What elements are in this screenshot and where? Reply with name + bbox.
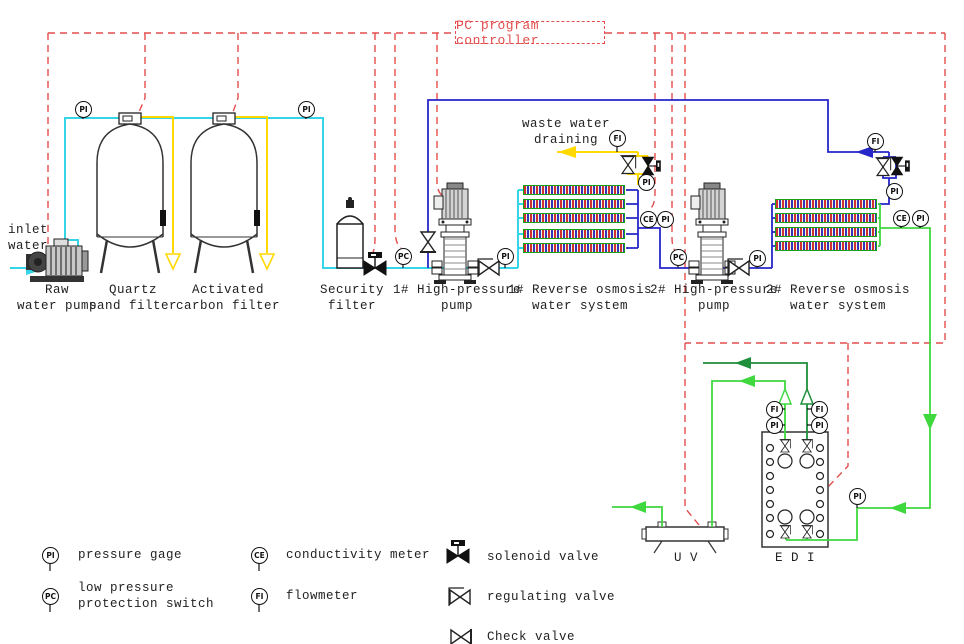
product-down-arrow <box>923 414 937 430</box>
legend-pressure-gage-label: pressure gage <box>78 548 183 562</box>
legend-conductivity-meter: CE <box>251 547 268 564</box>
pressure-gauge: PI <box>849 488 866 505</box>
edi-concentrate-line <box>703 362 808 439</box>
legend-regulating-valve-symbol <box>448 587 471 607</box>
hp-pump-1-symbol <box>431 182 479 285</box>
pressure-gauge: PI <box>886 183 903 200</box>
edi-vent-arrow <box>777 386 793 405</box>
uv-sterilizer-body <box>641 521 729 554</box>
legend-flowmeter: FI <box>251 588 268 605</box>
edi-vent-arrow <box>799 386 815 405</box>
waste-flow-arrow <box>558 146 576 158</box>
legend-check-label: Check valve <box>487 630 576 644</box>
pressure-gauge: PI <box>75 101 92 118</box>
uv-outlet-arrow <box>630 501 646 513</box>
legend-regulating-label: regulating valve <box>487 590 616 604</box>
drain-arrow <box>164 253 182 271</box>
conductivity-meter: CE <box>640 211 657 228</box>
regulating-valve <box>874 157 892 177</box>
low-pressure-switch: PC <box>395 248 412 265</box>
legend-solenoid-label: solenoid valve <box>487 550 600 564</box>
pressure-gauge: PI <box>912 210 929 227</box>
ro1-membrane-vessel <box>523 243 625 253</box>
edi-internals <box>765 443 825 539</box>
ro1-membrane-vessel <box>523 185 625 195</box>
solenoid-valve <box>363 251 387 276</box>
product-left-arrow <box>739 375 755 387</box>
security-filter-symbol <box>336 197 364 269</box>
regulating-valve <box>727 258 750 278</box>
ro1-membrane-vessel <box>523 229 625 239</box>
flowmeter: FI <box>867 133 884 150</box>
activated-carbon-filter-tank <box>189 111 262 275</box>
recycle-flow-arrow <box>856 146 873 158</box>
flowmeter: FI <box>609 130 626 147</box>
edi-label: E D I <box>774 551 816 565</box>
controller-title: PC program controller <box>456 17 540 48</box>
ro2-membrane-vessel <box>775 241 877 251</box>
uv-label: U V <box>673 551 699 565</box>
legend-low-pressure-switch: PC <box>42 588 59 605</box>
regulating-valve <box>477 258 500 278</box>
legend-check-valve-symbol <box>450 628 472 644</box>
ro1-membrane-vessel <box>523 213 625 223</box>
concentrate-left-arrow <box>735 357 751 369</box>
pressure-gauge: PI <box>766 417 783 434</box>
pressure-gauge: PI <box>811 417 828 434</box>
pressure-gauge: PI <box>657 211 674 228</box>
solenoid-valve <box>641 156 662 176</box>
pressure-gauge: PI <box>749 250 766 267</box>
drain-arrow <box>258 253 276 271</box>
legend-conductivity-label: conductivity meter <box>286 548 431 562</box>
flowmeter: FI <box>811 401 828 418</box>
conductivity-meter: CE <box>893 210 910 227</box>
legend-flowmeter-label: flowmeter <box>286 589 359 603</box>
low-pressure-switch: PC <box>670 249 687 266</box>
ro2-membrane-vessel <box>775 227 877 237</box>
legend-solenoid-valve-symbol <box>446 539 470 564</box>
check-valve <box>419 231 437 253</box>
pressure-gauge: PI <box>497 248 514 265</box>
pc-program-controller-box: PC program controller <box>455 18 605 48</box>
ro2-membrane-vessel <box>775 213 877 223</box>
raw-water-line <box>10 117 523 269</box>
product-left-arrow <box>890 502 906 514</box>
regulating-valve <box>619 155 637 175</box>
solenoid-valve <box>890 156 911 176</box>
raw-water-pump-symbol <box>26 238 89 282</box>
ro2-membrane-vessel <box>775 199 877 209</box>
pressure-gauge: PI <box>638 174 655 191</box>
flowmeter: FI <box>766 401 783 418</box>
legend-pressure-gauge: PI <box>42 547 59 564</box>
ro1-membrane-vessel <box>523 199 625 209</box>
pressure-gauge: PI <box>298 101 315 118</box>
quartz-sand-filter-tank <box>95 111 168 275</box>
